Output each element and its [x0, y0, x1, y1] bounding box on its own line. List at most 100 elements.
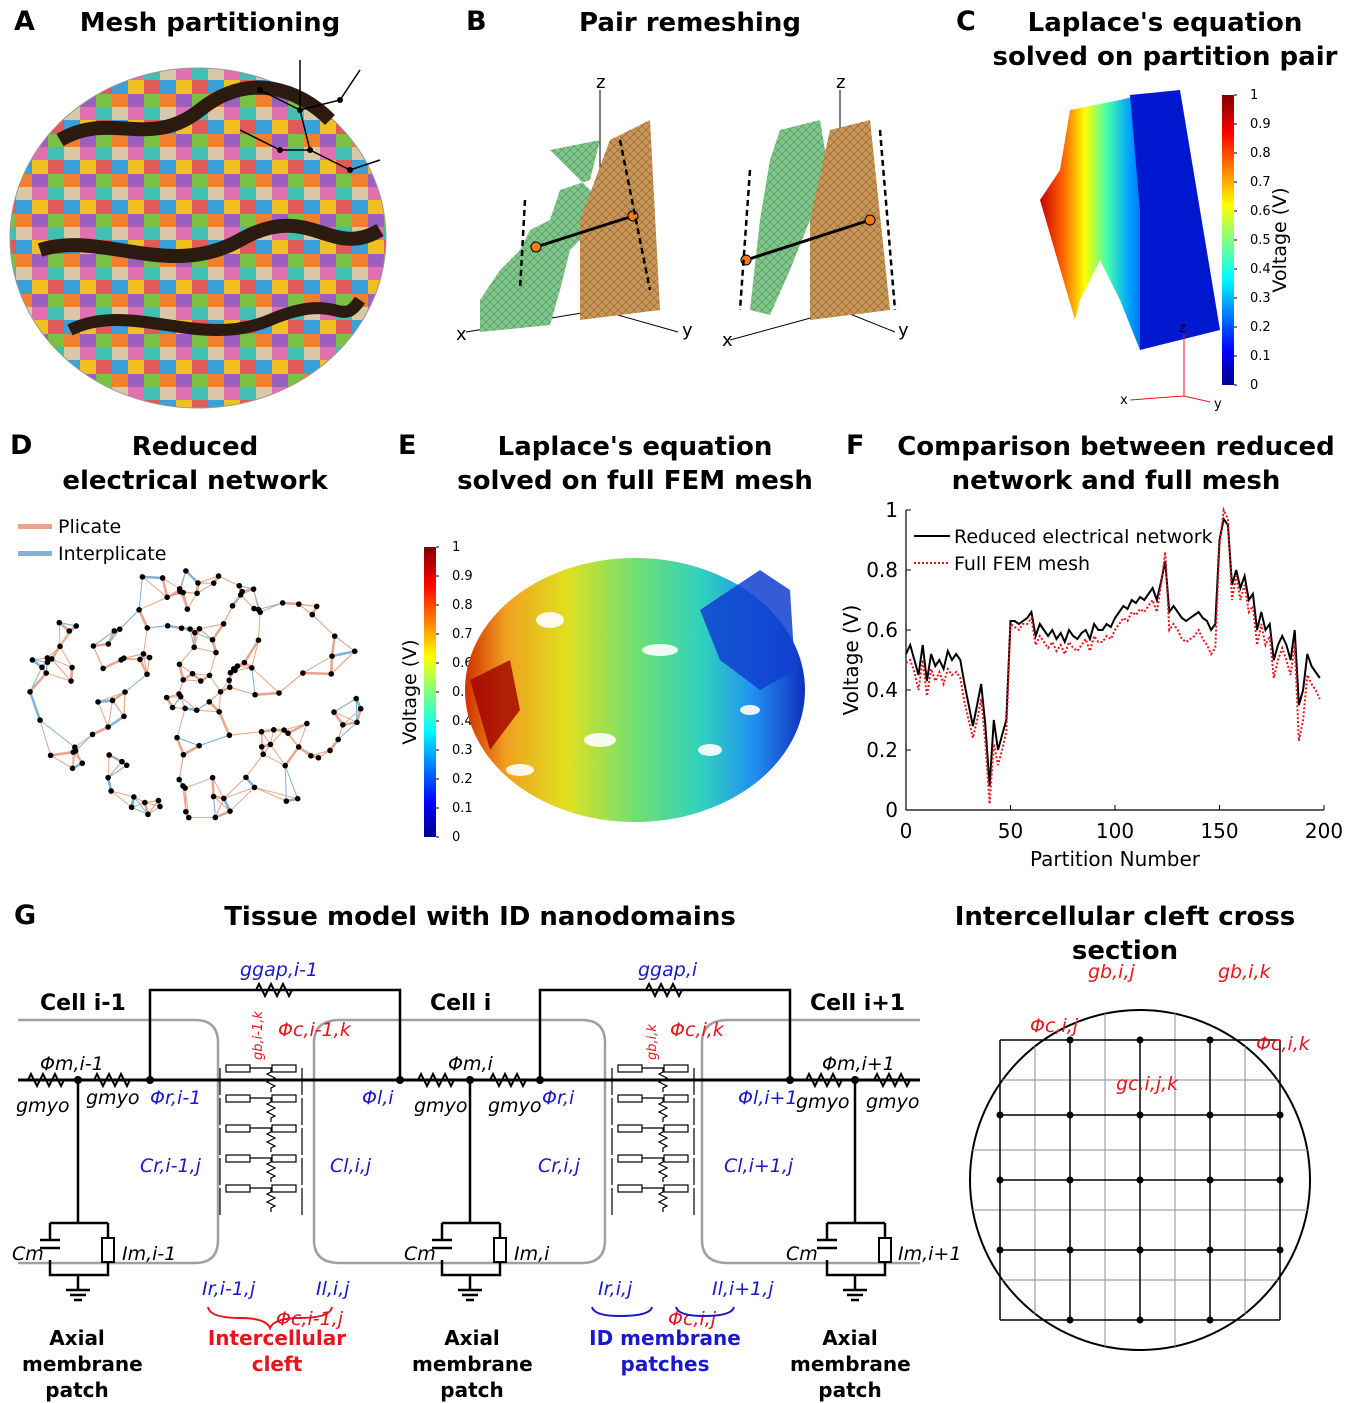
- panel-c-title: Laplace's equation solved on partition p…: [980, 6, 1350, 74]
- network-node: [259, 744, 265, 750]
- network-node: [227, 732, 233, 738]
- cleft-node: [1277, 1112, 1284, 1119]
- cleft-node: [1207, 1177, 1214, 1184]
- panel-letter-d: D: [10, 430, 32, 461]
- network-node: [157, 804, 163, 810]
- reduced-network-graph: [20, 560, 380, 830]
- colorbar-tick-label: 0.7: [452, 627, 473, 642]
- network-node: [243, 775, 249, 781]
- network-node: [196, 743, 202, 749]
- network-node: [186, 815, 192, 821]
- network-node: [309, 612, 315, 618]
- network-node: [183, 568, 189, 574]
- network-node: [136, 607, 142, 613]
- cleft-node: [1067, 1177, 1074, 1184]
- d-legend-plicate: Plicate: [18, 513, 166, 540]
- interplicate-edge: [108, 716, 124, 727]
- g-myo-label-2: gmyo: [86, 1087, 139, 1109]
- panel-letter-b: B: [466, 6, 487, 37]
- f-x-tick-label: 150: [1200, 819, 1238, 843]
- f-y-tick-label: 0.4: [866, 678, 898, 702]
- plicate-edge: [185, 778, 212, 788]
- phi-c-k-label-1: Φc,i-1,k: [278, 1019, 352, 1041]
- i-l-label-2: Il,i+1,j: [712, 1278, 774, 1300]
- network-node: [105, 724, 111, 730]
- panel-b-title: Pair remeshing: [540, 6, 840, 40]
- network-node: [216, 573, 222, 579]
- cleft-node: [1067, 1112, 1074, 1119]
- network-node: [95, 699, 101, 705]
- plicate-edge: [210, 675, 221, 691]
- e-colorbar-label: Voltage (V): [399, 639, 421, 744]
- c-m-label-2: Cm: [404, 1243, 436, 1265]
- network-node: [140, 574, 146, 580]
- f-y-axis-label: Voltage (V): [839, 605, 863, 716]
- panel-d-title: Reduced electrical network: [40, 430, 350, 498]
- xs-gcijk-label: gc,i,j,k: [1116, 1073, 1179, 1095]
- plicate-edge: [252, 668, 279, 693]
- plicate-edge: [177, 708, 185, 737]
- g-myo-label-3: gmyo: [414, 1095, 467, 1117]
- network-node: [185, 606, 191, 612]
- network-node: [160, 575, 166, 581]
- axial-label-3: Axial membrane patch: [790, 1325, 910, 1403]
- network-node: [111, 628, 117, 634]
- g-myo-label-6: gmyo: [866, 1091, 919, 1113]
- b-axis-y-right: y: [898, 320, 909, 341]
- network-node: [37, 717, 43, 723]
- network-node: [194, 590, 200, 596]
- network-node: [68, 678, 74, 684]
- g-myo-label-5: gmyo: [796, 1091, 849, 1113]
- i-r-label-1: Ir,i-1,j: [202, 1278, 256, 1300]
- cell-label-2: Cell i: [430, 991, 491, 1016]
- cleft-node: [1067, 1037, 1074, 1044]
- network-node: [211, 580, 217, 586]
- colorbar-tick-label: 0: [452, 830, 460, 845]
- c-m-label-1: Cm: [12, 1243, 44, 1265]
- c-r-label-1: Cr,i-1,j: [140, 1155, 202, 1177]
- network-node: [194, 707, 200, 713]
- cleft-node: [1277, 1177, 1284, 1184]
- network-node: [256, 637, 262, 643]
- network-node: [91, 643, 97, 649]
- cleft-node: [1067, 1247, 1074, 1254]
- colorbar-tick-label: 1: [1250, 88, 1258, 103]
- axial-label-1: Axial membrane patch: [22, 1325, 132, 1403]
- plicate-edge: [51, 755, 73, 768]
- plicate-edge: [246, 754, 263, 777]
- panel-letter-f: F: [846, 430, 864, 461]
- network-node: [57, 644, 63, 650]
- plicate-swatch: [18, 524, 52, 529]
- colorbar-tick-label: 0.8: [1250, 146, 1271, 161]
- colorbar-tick-label: 0.3: [1250, 291, 1271, 306]
- c-colorbar: [1222, 95, 1234, 385]
- panel-letter-g: G: [14, 900, 36, 931]
- plicate-edge: [241, 595, 254, 609]
- plicate-edge: [285, 747, 298, 766]
- network-node: [119, 759, 125, 765]
- b-axis-z-right: z: [836, 72, 845, 93]
- network-node: [251, 606, 257, 612]
- network-node: [352, 648, 358, 654]
- network-node: [145, 625, 151, 631]
- plicate-edge: [219, 712, 229, 735]
- membrane-patch: [272, 1065, 296, 1072]
- interplicate-edge: [214, 797, 216, 818]
- network-node: [284, 798, 290, 804]
- network-node: [182, 706, 188, 712]
- pair-after: [730, 90, 895, 340]
- network-node: [70, 766, 76, 772]
- f-y-tick-label: 0: [885, 798, 898, 822]
- network-node: [170, 705, 176, 711]
- plicate-edge: [219, 576, 240, 586]
- plicate-edge: [93, 646, 103, 668]
- network-node: [110, 698, 116, 704]
- f-x-tick-label: 0: [900, 819, 913, 843]
- f-y-tick-label: 1: [885, 498, 898, 522]
- network-node: [165, 623, 171, 629]
- colorbar-tick-label: 1: [452, 540, 460, 555]
- cell-label-1: Cell i-1: [40, 991, 126, 1016]
- plicate-edge: [303, 656, 332, 673]
- interplicate-edge: [40, 720, 75, 747]
- membrane-patch: [618, 1125, 642, 1132]
